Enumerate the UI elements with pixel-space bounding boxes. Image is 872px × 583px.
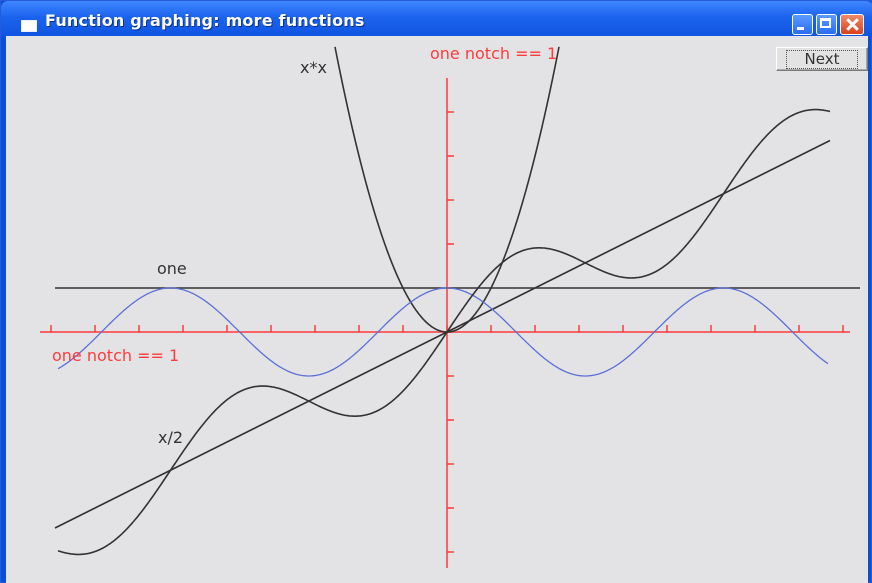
y-axis-notch-label: one notch == 1 [430,44,557,63]
next-button[interactable]: Next [776,47,868,71]
next-button-label: Next [785,49,859,69]
cos-curve [57,287,829,377]
square-function-label: x*x [300,58,327,77]
half-curve [54,139,831,529]
maximize-button[interactable] [816,14,837,35]
half-function-label: x/2 [158,428,183,447]
minimize-button[interactable] [792,14,813,35]
sin-plus-half-curve [57,108,831,556]
window-icon [21,20,37,32]
one-function-label: one [157,259,187,278]
x-axis-notch-label: one notch == 1 [52,346,179,365]
close-button[interactable] [840,14,864,35]
title-bar[interactable]: Function graphing: more functions [1,1,872,37]
graph-canvas [6,36,868,583]
function-curves [54,46,860,556]
window-title: Function graphing: more functions [45,11,365,30]
axes [40,78,850,568]
